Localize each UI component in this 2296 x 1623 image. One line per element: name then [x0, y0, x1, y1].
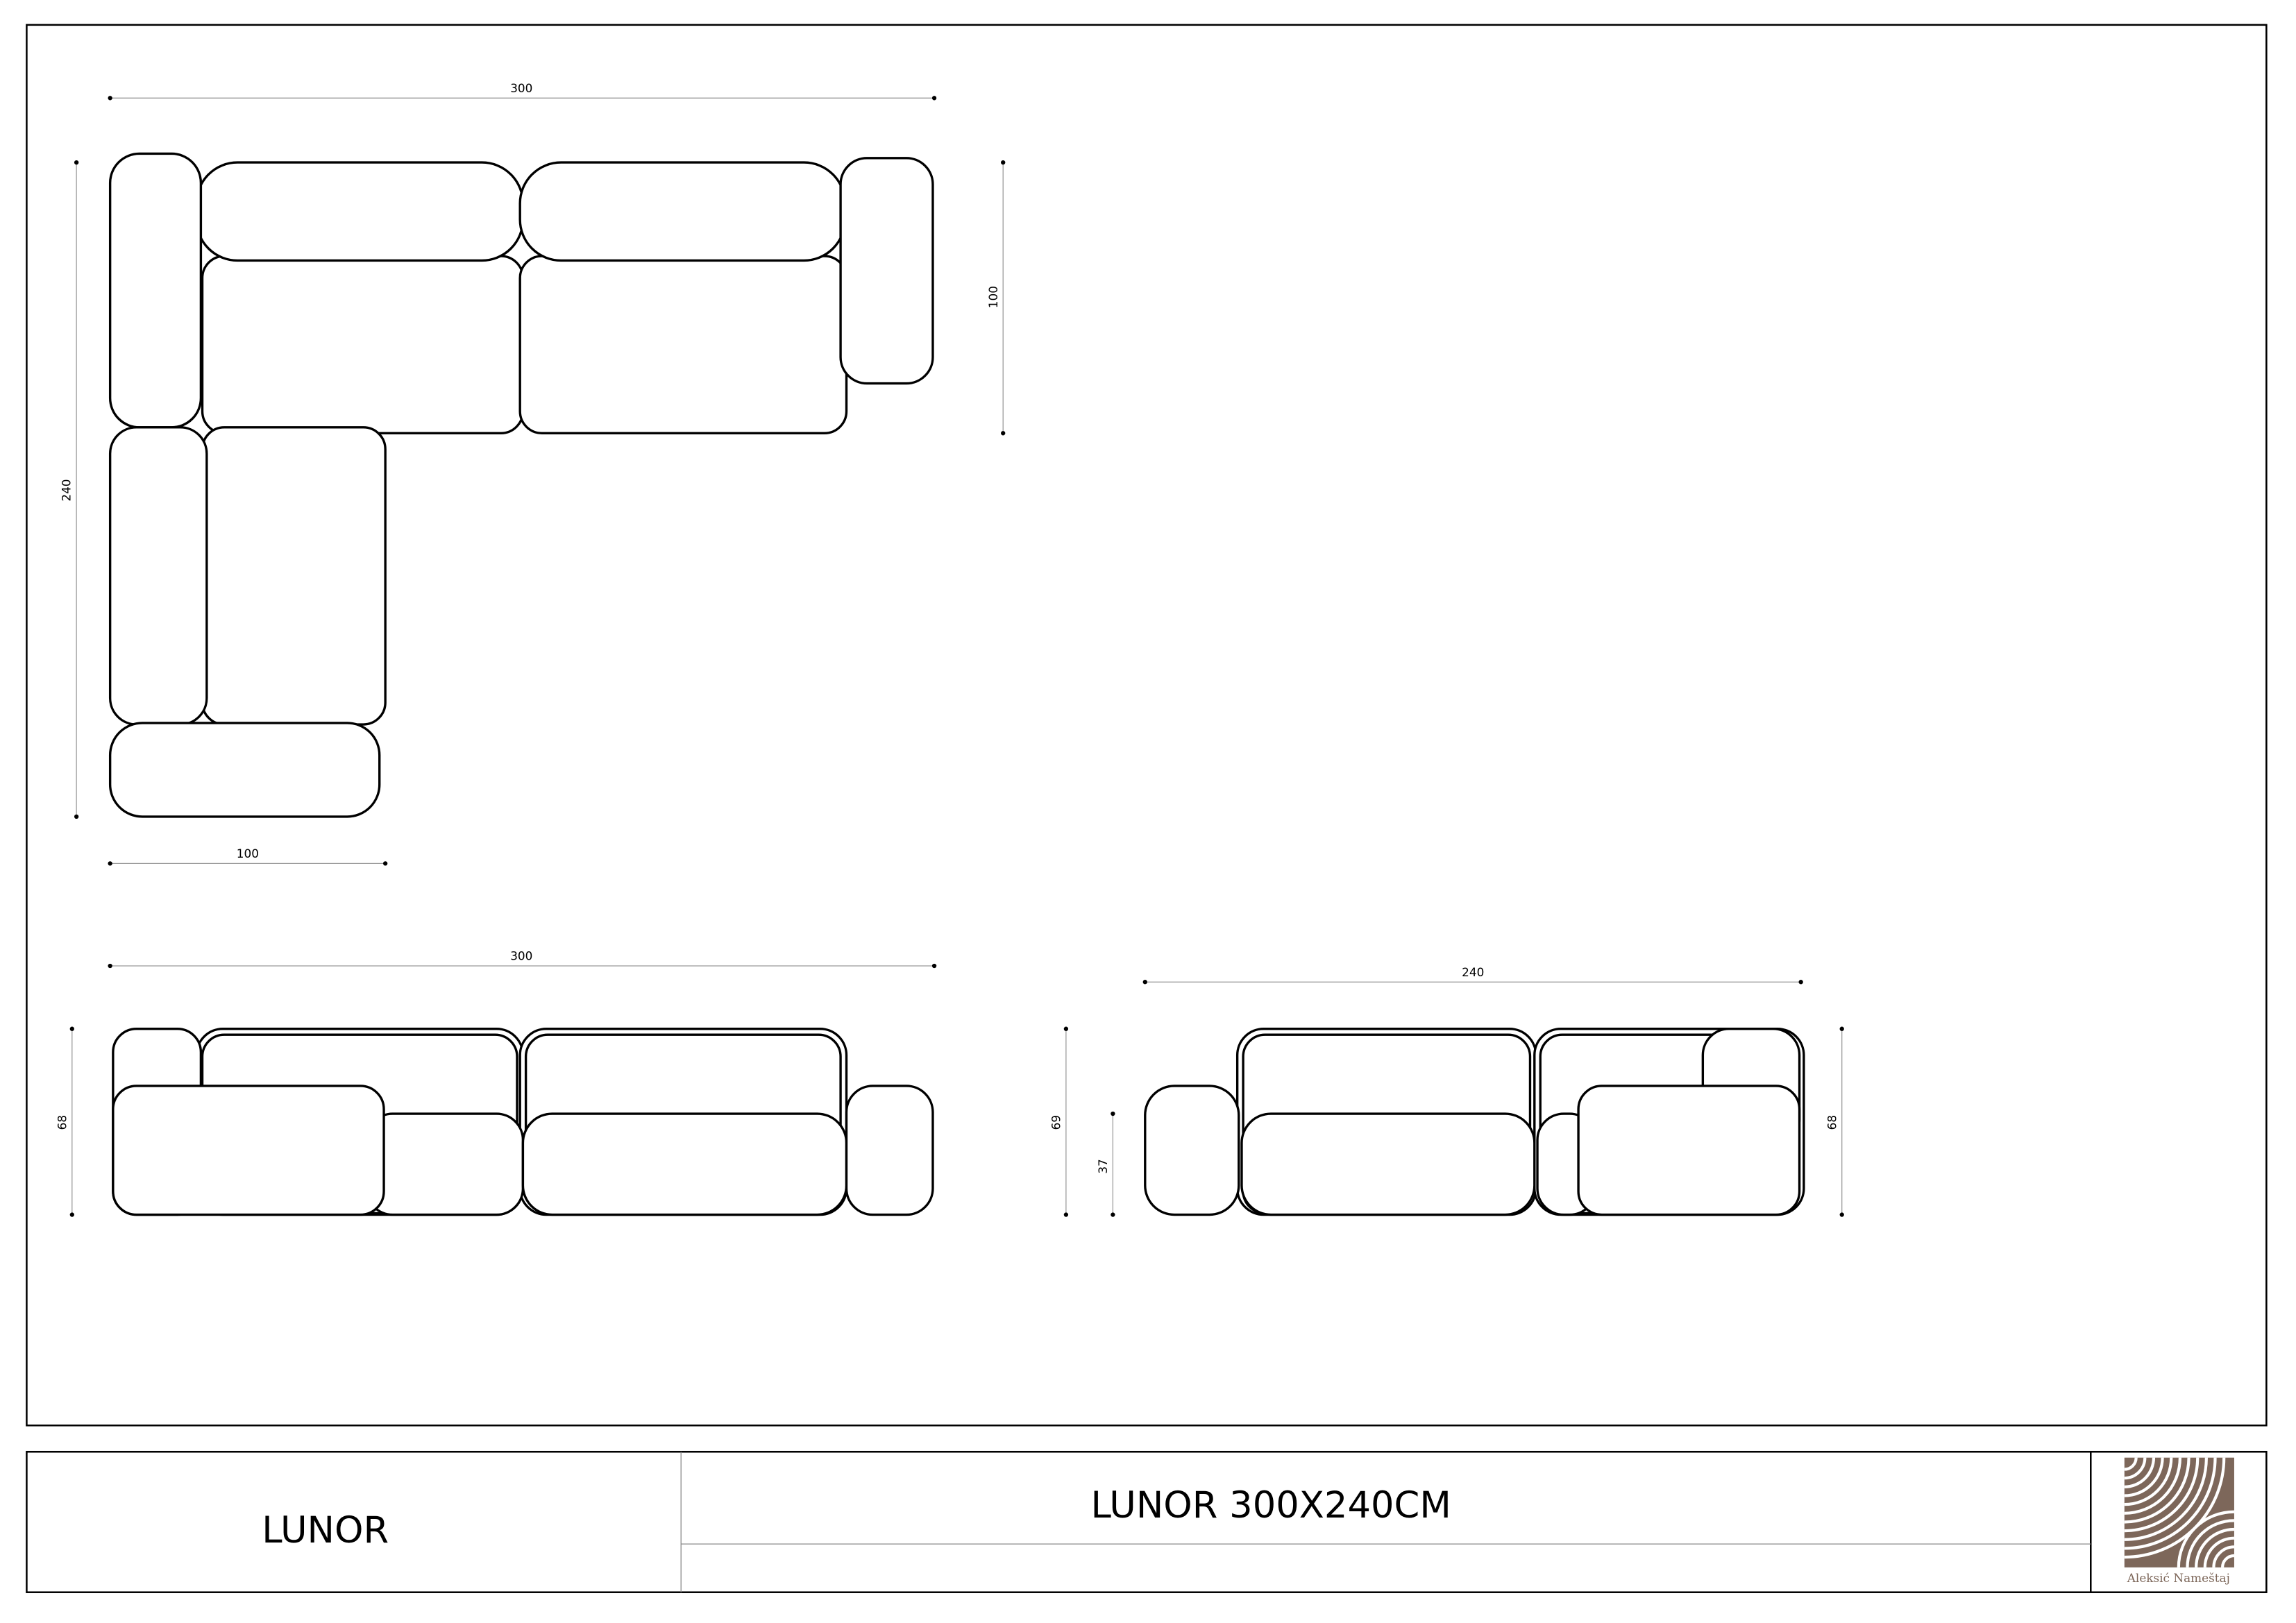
chaise-armrest [1577, 1085, 1801, 1216]
armrest [108, 722, 381, 818]
front-width-label: 300 [510, 949, 532, 963]
armrest [839, 157, 934, 385]
chaise-armrest [112, 1085, 385, 1216]
logo-text: Aleksić Nameštaj [2127, 1571, 2230, 1585]
product-name: LUNOR [262, 1509, 389, 1552]
armrest [1144, 1085, 1240, 1216]
plan-arm-depth-label: 100 [986, 286, 1000, 308]
side-height-right-label: 68 [1825, 1115, 1839, 1130]
seat-cushion [1240, 1112, 1536, 1216]
armrest [108, 152, 203, 429]
armrest [845, 1085, 934, 1216]
seat-cushion [521, 1112, 848, 1216]
side-view: 240 69 37 68 [1049, 965, 1844, 1217]
plan-width-label: 300 [510, 81, 532, 95]
side-width-label: 240 [1462, 965, 1484, 979]
plan-depth-label: 240 [60, 479, 74, 501]
drawing-title: LUNOR 300X240CM [1091, 1484, 1451, 1527]
company-logo: Aleksić Nameštaj [2124, 1457, 2234, 1585]
side-height-left-label: 69 [1049, 1115, 1063, 1130]
back-cushion [195, 161, 525, 262]
seat-cushion [365, 1112, 525, 1216]
front-view: 300 68 [55, 949, 937, 1217]
seat-cushion [518, 255, 848, 434]
drawing-frame [26, 24, 2268, 1427]
title-block: LUNOR LUNOR 300X240CM Aleksić Nameštaj [26, 1450, 2268, 1593]
seat-cushion [201, 255, 525, 434]
back-cushion [518, 161, 847, 262]
back-cushion [108, 426, 208, 726]
seat-cushion [201, 426, 387, 726]
side-seat-height-label: 37 [1096, 1159, 1110, 1173]
plan-view: 300 240 100 100 [60, 81, 1006, 866]
front-height-label: 68 [55, 1115, 69, 1130]
plan-chaise-width-label: 100 [237, 847, 259, 860]
